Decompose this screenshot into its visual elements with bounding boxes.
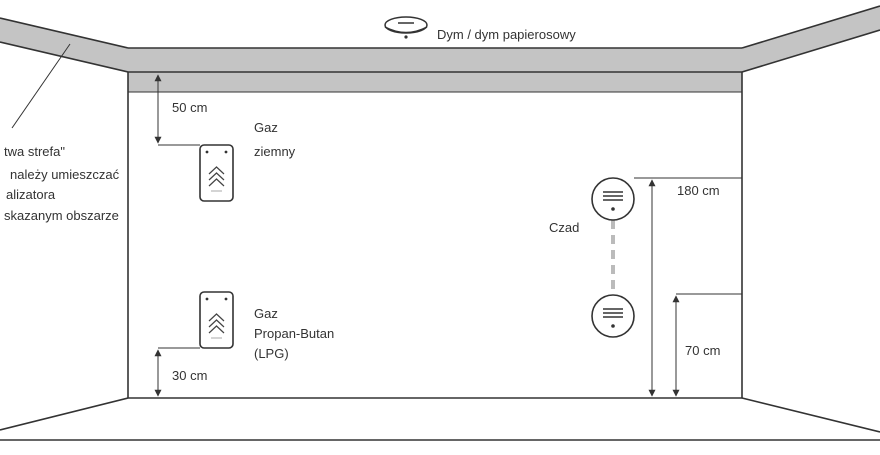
natural-gas-sensor-icon [199, 144, 234, 202]
lpg-label-2: Propan-Butan [254, 326, 334, 341]
co-high-dimension [634, 177, 742, 397]
dead-zone-line-4: skazanym obszarze [4, 208, 119, 223]
natural-gas-distance-label: 50 cm [172, 100, 207, 115]
smoke-detector-icon [384, 16, 428, 39]
lpg-dimension [154, 347, 200, 397]
lpg-label-3: (LPG) [254, 346, 289, 361]
natural-gas-label-2: ziemny [254, 144, 296, 159]
ceiling-dead-zone [0, 6, 880, 92]
lpg-label-1: Gaz [254, 306, 278, 321]
dead-zone-line-2: należy umieszczać [10, 167, 120, 182]
dead-zone-line-3: alizatora [6, 187, 56, 202]
room-outline [0, 5, 880, 441]
lpg-sensor-icon [199, 291, 234, 349]
co-sensor-low-icon [591, 294, 635, 338]
co-high-distance-label: 180 cm [677, 183, 720, 198]
co-low-dimension [672, 293, 742, 397]
lpg-distance-label: 30 cm [172, 368, 207, 383]
co-low-distance-label: 70 cm [685, 343, 720, 358]
co-sensor-high-icon [591, 177, 635, 221]
natural-gas-label-1: Gaz [254, 120, 278, 135]
co-label: Czad [549, 220, 579, 235]
natural-gas-dimension [154, 74, 200, 146]
dead-zone-line-1: twa strefa" [4, 144, 65, 159]
dead-zone-pointer [11, 43, 71, 129]
smoke-label: Dym / dym papierosowy [437, 27, 576, 42]
